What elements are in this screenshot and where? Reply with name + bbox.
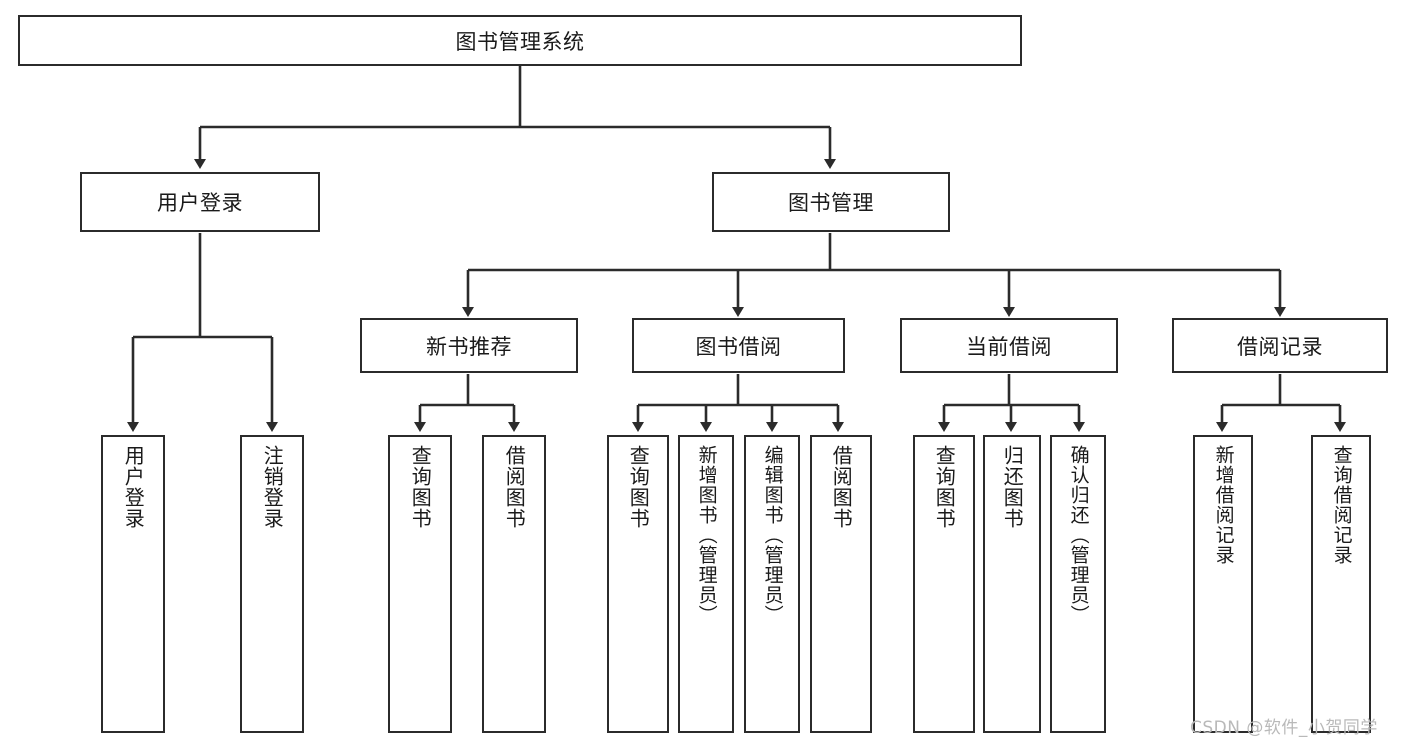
leaf-label: 借阅图书 (502, 445, 527, 529)
node-user-login-label: 用户登录 (157, 191, 243, 215)
leaf-label: 归还图书 (1000, 445, 1025, 529)
leaf-label: 编辑图书（管理员） (761, 445, 784, 625)
leaf-label: 查询图书 (932, 445, 957, 529)
node-root-label: 图书管理系统 (455, 29, 585, 54)
node-current-borrow[interactable]: 当前借阅 (900, 318, 1118, 373)
node-borrow-records[interactable]: 借阅记录 (1172, 318, 1388, 373)
leaf-label: 查询图书 (408, 445, 433, 529)
leaf-borrow-record-add[interactable]: 新增借阅记录 (1193, 435, 1253, 733)
leaf-book-borrow-query[interactable]: 查询图书 (607, 435, 669, 733)
leaf-current-borrow-return[interactable]: 归还图书 (983, 435, 1041, 733)
leaf-new-book-borrow[interactable]: 借阅图书 (482, 435, 546, 733)
node-book-management[interactable]: 图书管理 (712, 172, 950, 232)
leaf-label: 查询图书 (626, 445, 651, 529)
leaf-user-login-logout[interactable]: 注销登录 (240, 435, 304, 733)
leaf-current-borrow-confirm[interactable]: 确认归还（管理员） (1050, 435, 1106, 733)
leaf-borrow-record-query[interactable]: 查询借阅记录 (1311, 435, 1371, 733)
leaf-label: 查询借阅记录 (1330, 445, 1353, 565)
leaf-book-borrow-add[interactable]: 新增图书（管理员） (678, 435, 734, 733)
leaf-user-login-login[interactable]: 用户登录 (101, 435, 165, 733)
node-book-borrow-label: 图书借阅 (695, 334, 782, 359)
node-borrow-records-label: 借阅记录 (1237, 334, 1323, 359)
leaf-label: 用户登录 (121, 445, 146, 529)
node-book-borrow[interactable]: 图书借阅 (632, 318, 845, 373)
node-current-borrow-label: 当前借阅 (966, 334, 1052, 359)
leaf-current-borrow-query[interactable]: 查询图书 (913, 435, 975, 733)
node-new-book-recommend[interactable]: 新书推荐 (360, 318, 578, 373)
node-new-book-recommend-label: 新书推荐 (426, 334, 512, 359)
leaf-label: 新增图书（管理员） (695, 445, 718, 625)
leaf-label: 注销登录 (260, 445, 285, 529)
node-book-management-label: 图书管理 (788, 191, 874, 215)
leaf-label: 借阅图书 (829, 445, 854, 529)
leaf-book-borrow-borrow[interactable]: 借阅图书 (810, 435, 872, 733)
leaf-label: 确认归还（管理员） (1067, 445, 1090, 625)
leaf-book-borrow-edit[interactable]: 编辑图书（管理员） (744, 435, 800, 733)
leaf-label: 新增借阅记录 (1212, 445, 1235, 565)
leaf-new-book-query[interactable]: 查询图书 (388, 435, 452, 733)
node-root[interactable]: 图书管理系统 (18, 15, 1022, 66)
node-user-login[interactable]: 用户登录 (80, 172, 320, 232)
csdn-watermark: CSDN @软件_小贺同学 (1190, 718, 1378, 738)
